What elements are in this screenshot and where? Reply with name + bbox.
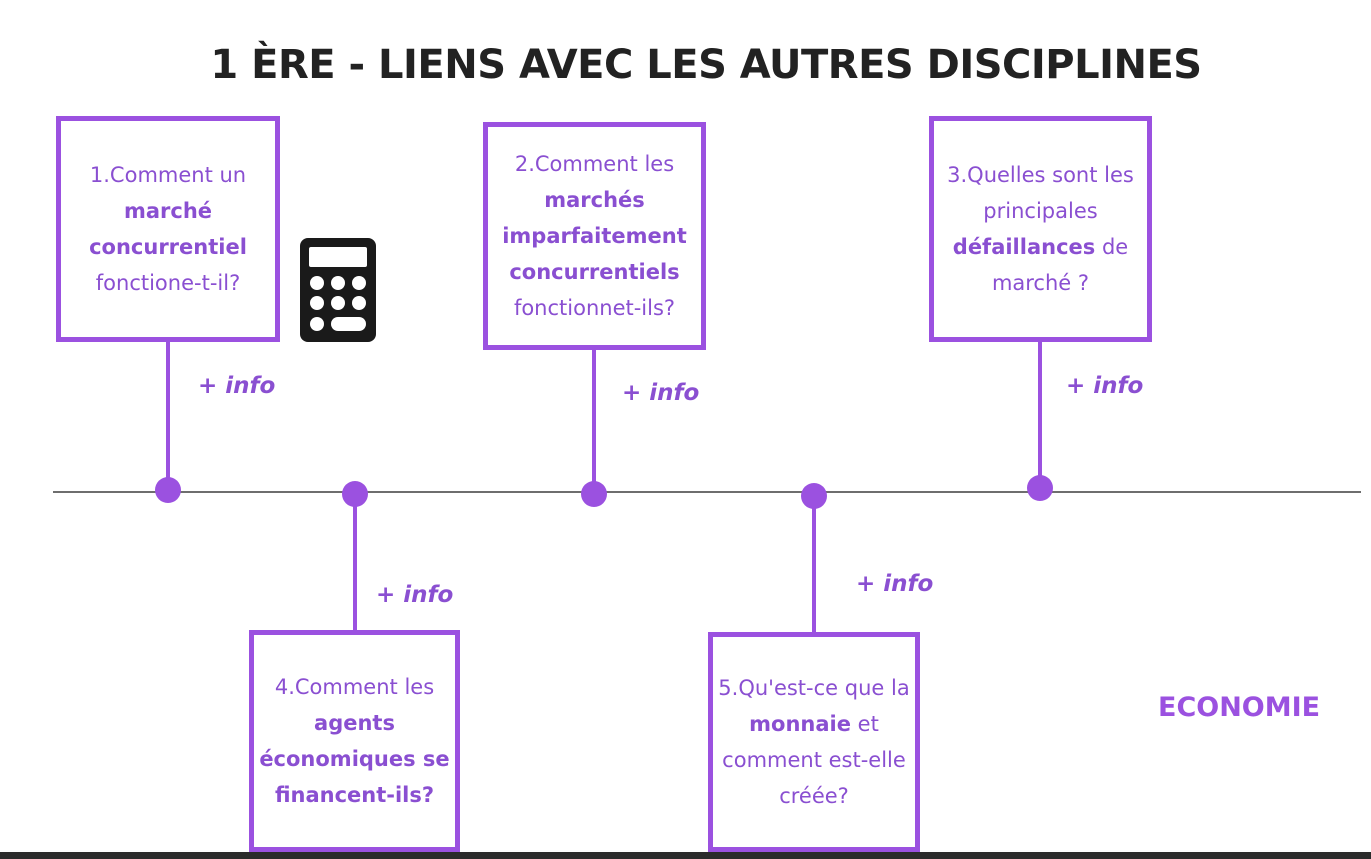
node-5-bold: monnaie bbox=[749, 712, 851, 736]
page-title: 1 ÈRE - LIENS AVEC LES AUTRES DISCIPLINE… bbox=[210, 42, 1202, 88]
info-link-3[interactable]: + info bbox=[1066, 373, 1144, 399]
node-2-pre: 2.Comment les bbox=[514, 152, 675, 176]
node-5-post: et comment est-elle créée? bbox=[722, 712, 906, 808]
node-1-bold: marché concurrentiel bbox=[89, 199, 247, 259]
bottom-bar bbox=[0, 852, 1371, 859]
node-4-bold: agents économiques se financent-ils? bbox=[259, 711, 450, 807]
node-box-2[interactable]: 2.Comment les marchés imparfaitement con… bbox=[483, 122, 706, 350]
node-box-4[interactable]: 4.Comment les agents économiques se fina… bbox=[249, 630, 460, 852]
stem-5 bbox=[812, 502, 816, 634]
info-link-5[interactable]: + info bbox=[856, 571, 934, 597]
info-link-4[interactable]: + info bbox=[376, 582, 454, 608]
node-1-pre: 1.Comment un bbox=[89, 163, 247, 187]
node-3-post: de marché ? bbox=[991, 235, 1129, 295]
node-3-bold: défaillances bbox=[952, 235, 1096, 259]
stem-2 bbox=[592, 346, 596, 492]
timeline-dot-2[interactable] bbox=[581, 481, 607, 507]
timeline-dot-3[interactable] bbox=[1027, 475, 1053, 501]
node-box-3[interactable]: 3.Quelles sont les principales défaillan… bbox=[929, 116, 1152, 342]
stem-1 bbox=[166, 340, 170, 490]
stem-4 bbox=[353, 500, 357, 632]
calculator-icon bbox=[300, 238, 376, 342]
node-2-bold: marchés imparfaitement concurrentiels bbox=[502, 188, 687, 284]
info-link-2[interactable]: + info bbox=[622, 380, 700, 406]
node-box-5[interactable]: 5.Qu'est-ce que la monnaie et comment es… bbox=[708, 632, 920, 852]
info-link-1[interactable]: + info bbox=[198, 373, 276, 399]
node-2-post: fonctionnet-ils? bbox=[513, 296, 676, 320]
node-3-pre: 3.Quelles sont les principales bbox=[947, 163, 1134, 223]
discipline-label: ECONOMIE bbox=[1158, 692, 1321, 723]
timeline-axis bbox=[53, 491, 1361, 493]
stem-3 bbox=[1038, 340, 1042, 488]
node-1-post: fonctione-t-il? bbox=[95, 271, 241, 295]
node-5-pre: 5.Qu'est-ce que la bbox=[718, 676, 910, 700]
timeline-dot-1[interactable] bbox=[155, 477, 181, 503]
node-box-1[interactable]: 1.Comment un marché concurrentiel foncti… bbox=[56, 116, 280, 342]
node-4-pre: 4.Comment les bbox=[274, 675, 435, 699]
